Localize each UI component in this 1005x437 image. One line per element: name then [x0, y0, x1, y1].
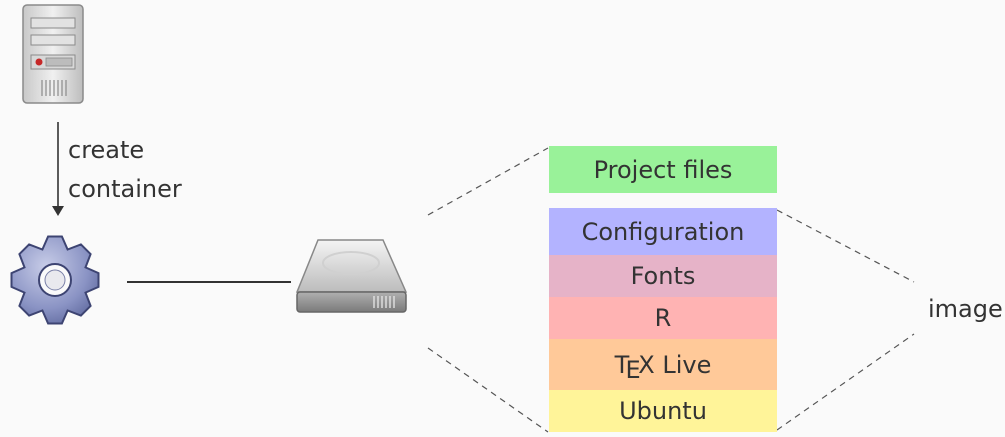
layer-texlive-label: TEX Live	[614, 350, 712, 384]
layer-project-files-label: Project files	[593, 155, 733, 184]
layer-project-files: Project files	[549, 146, 777, 193]
hard-drive-icon	[295, 239, 408, 313]
layer-fonts: Fonts	[549, 255, 777, 297]
server-icon	[22, 4, 84, 104]
layer-r: R	[549, 297, 777, 339]
layer-fonts-label: Fonts	[630, 262, 696, 290]
layer-ubuntu: Ubuntu	[549, 390, 777, 432]
layer-r-label: R	[654, 304, 672, 332]
gear-icon	[10, 235, 100, 325]
tex-x: X	[638, 350, 655, 379]
tex-e: E	[625, 355, 641, 384]
layer-configuration-label: Configuration	[581, 217, 745, 246]
create-label: create	[68, 136, 145, 164]
container-label: container	[68, 175, 182, 203]
tex-t: T	[614, 350, 630, 379]
create-container-arrow	[52, 122, 64, 216]
layer-texlive: TEX Live	[549, 339, 777, 390]
tex-live-rest: Live	[654, 350, 712, 379]
image-label: image	[928, 295, 1003, 323]
layer-ubuntu-label: Ubuntu	[619, 397, 707, 425]
zoom-lines	[427, 147, 549, 433]
layer-configuration: Configuration	[549, 208, 777, 255]
image-bracket-lines	[776, 209, 915, 431]
